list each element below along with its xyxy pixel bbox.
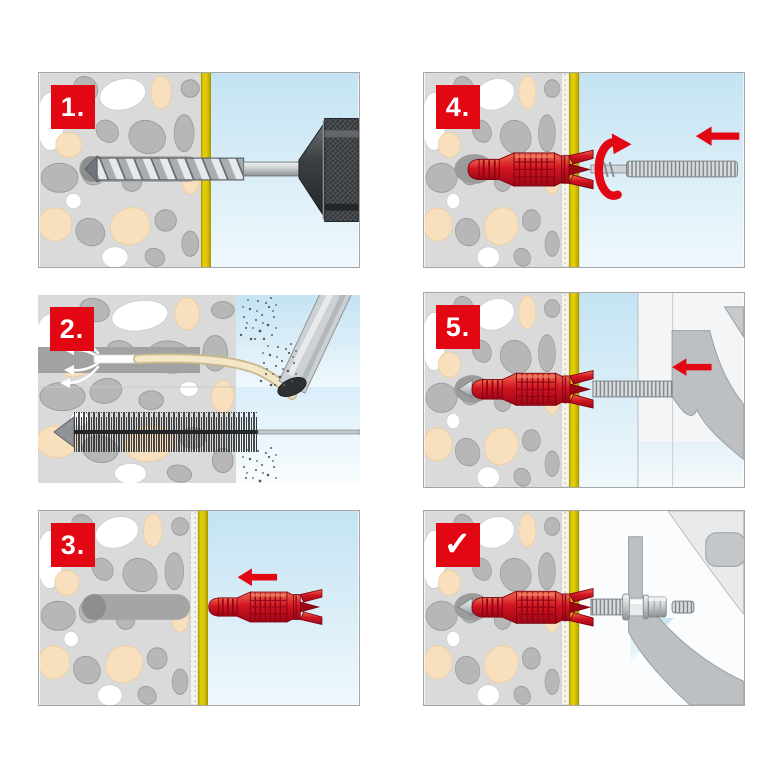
wall-cross-section (38, 295, 236, 483)
fixture-silhouette (628, 511, 744, 705)
plaster-yellow-layer (198, 511, 209, 705)
step-badge: 5. (436, 305, 480, 349)
step-badge: 4. (436, 85, 480, 129)
mount-fixture-illustration (424, 293, 744, 487)
threaded-rod-icon (590, 160, 738, 178)
panel-step-6: ✓ (423, 510, 745, 706)
threaded-rod-icon (592, 380, 673, 398)
cleaning-brush-icon (53, 412, 360, 452)
panel-step-1: 1. (38, 72, 360, 268)
drill-bit-icon (84, 155, 302, 183)
drill-hole-illustration (39, 73, 359, 267)
drill-chuck-icon (298, 118, 359, 222)
finished-installation-illustration (424, 511, 744, 705)
panel-step-4: 4. (423, 72, 745, 268)
drilled-hole (81, 594, 191, 620)
hex-nut-icon (642, 594, 667, 620)
step-badge: 1. (51, 85, 95, 129)
panel-step-2: 2. (38, 295, 360, 483)
clean-hole-illustration (38, 295, 360, 483)
plasterboard-joint (189, 511, 199, 705)
panel-step-5: 5. (423, 292, 745, 488)
check-badge: ✓ (436, 523, 480, 567)
screw-rod-illustration (424, 73, 744, 267)
rotation-arrow-icon (594, 133, 632, 200)
step-badge: 3. (51, 523, 95, 567)
panel-step-3: 3. (38, 510, 360, 706)
blow-pump-icon (93, 295, 352, 400)
step-badge: 2. (50, 307, 94, 351)
fixture-silhouette (637, 293, 744, 487)
threaded-rod-icon (590, 598, 695, 616)
insert-anchor-illustration (39, 511, 359, 705)
spacer-sleeve-icon (622, 593, 644, 621)
